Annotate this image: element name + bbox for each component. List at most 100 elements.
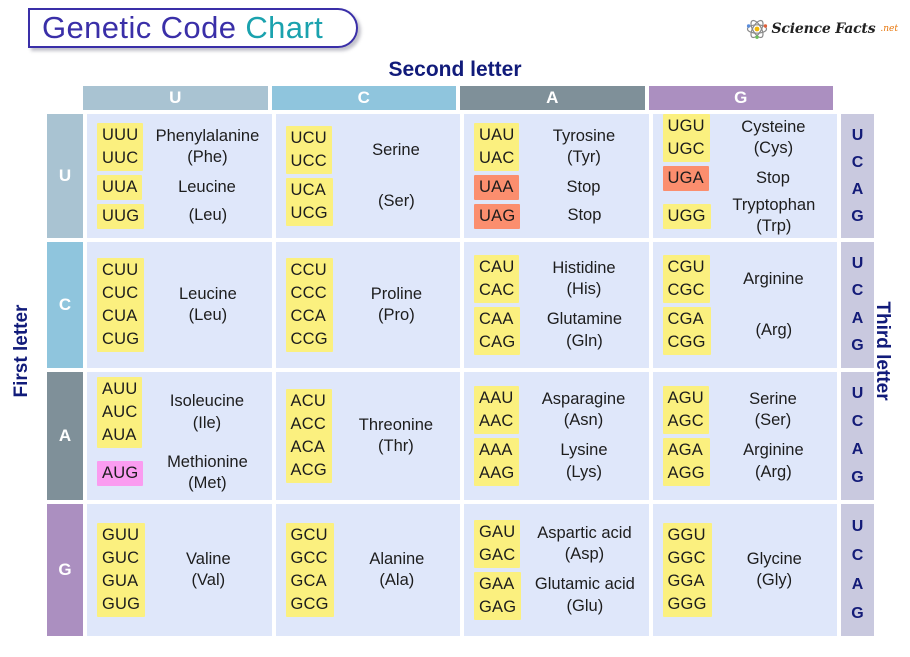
amino-acid-abbr: (Thr) [378, 437, 414, 455]
amino-acid-name: Histidine [552, 258, 616, 277]
codon: UAU [479, 126, 515, 145]
first-letter-axis-label: First letter [11, 304, 32, 398]
codon: ACC [290, 415, 326, 434]
codon-block-normal[interactable]: CGU CGC [662, 255, 710, 303]
codon-block-stop[interactable]: UAA [474, 175, 519, 200]
codon: CCU [290, 261, 327, 280]
amino-acid-abbr: (Val) [191, 571, 226, 589]
codon: UAG [479, 206, 516, 225]
amino-acid-label: Stop [519, 177, 649, 198]
amino-acid-name: Arginine [743, 441, 804, 460]
amino-acid-label: Glutamic acid(Glu) [521, 574, 648, 617]
codon: CAU [479, 258, 515, 277]
codon-block-normal[interactable]: UUG [97, 203, 145, 229]
amino-acid-abbr: (Phe) [187, 148, 228, 167]
amino-acid-name: Threonine [358, 415, 434, 434]
page-title-main: Genetic Code [42, 10, 246, 45]
codon: CCG [290, 329, 328, 348]
first-letter-label-U: U [47, 114, 83, 238]
codon: CGC [667, 281, 705, 300]
header-tail-spacer [841, 86, 874, 110]
amino-acid-label: Leucine(Leu) [144, 284, 271, 327]
amino-acid-abbr: (Gln) [566, 331, 603, 350]
amino-acid-name: Cysteine [741, 117, 806, 136]
codon: CGU [667, 258, 705, 277]
amino-acid-name: Phenylalanine [155, 126, 260, 145]
codon: AGC [667, 412, 704, 431]
sciencefacts-logo[interactable]: Science Facts .net [746, 18, 898, 40]
codon-block-start[interactable]: AUG [97, 460, 144, 486]
codon: UCA [290, 181, 326, 199]
codon: UGC [667, 140, 705, 159]
codon: AGU [667, 389, 704, 408]
codon: CCC [290, 284, 327, 303]
codon-block-normal[interactable]: AGU AGC [662, 386, 709, 434]
codon: GUA [102, 572, 139, 590]
amino-acid-label: (Ser) [333, 191, 460, 212]
codon-block-normal[interactable]: UUA [97, 175, 143, 200]
amino-acid-label: Leucine [142, 177, 271, 198]
amino-acid-label: Threonine (Thr) [332, 415, 460, 458]
codon-group: UUG(Leu) [87, 203, 272, 229]
amino-acid-name: Tyrosine [552, 126, 616, 145]
title-banner [28, 8, 358, 48]
codon-block-normal[interactable]: UGG [662, 203, 711, 229]
third-letter-G: G [851, 604, 864, 622]
first-letter-label-C: C [47, 242, 83, 368]
codon: UCC [290, 152, 327, 171]
third-letter-C: C [851, 413, 864, 430]
codon: GAG [479, 597, 517, 616]
amino-acid-label: Stop [520, 205, 648, 226]
second-letter-header-U: U [83, 86, 268, 110]
codon-block-stop[interactable]: UAG [474, 203, 521, 229]
codon-block-stop[interactable]: UGA [662, 165, 709, 191]
amino-acid-name: Valine [186, 549, 231, 568]
third-letter-C: C [851, 153, 864, 171]
amino-acid-abbr: (Lys) [565, 462, 602, 481]
